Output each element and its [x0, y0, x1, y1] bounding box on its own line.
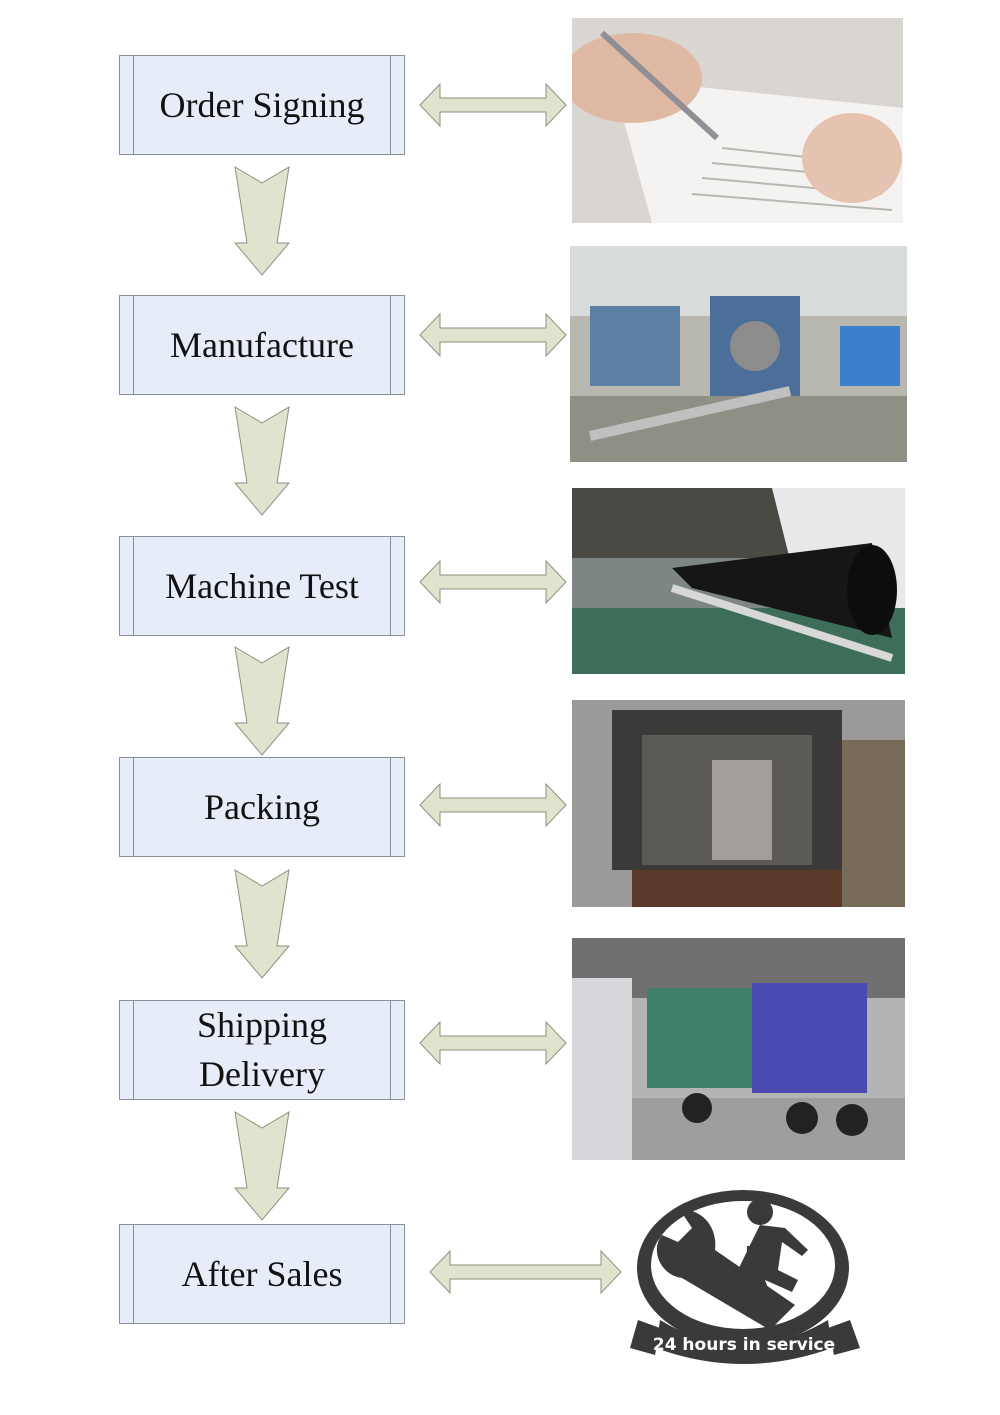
step-after-sales: After Sales	[119, 1224, 405, 1324]
step-label: Shipping Delivery	[196, 1005, 328, 1094]
step-label: Manufacture	[170, 324, 354, 365]
step-label: Order Signing	[159, 84, 365, 125]
photo-order-signing	[572, 18, 903, 223]
down-arrow-icon	[233, 406, 291, 516]
double-arrow-icon	[429, 1249, 622, 1295]
step-label: Packing	[204, 786, 320, 827]
step-label: After Sales	[181, 1253, 343, 1294]
photo-shipping	[572, 938, 905, 1160]
photo-manufacture	[570, 246, 907, 462]
step-machine-test: Machine Test	[119, 536, 405, 636]
photo-machine-test	[572, 488, 905, 674]
double-arrow-icon	[419, 1020, 567, 1066]
double-arrow-icon	[419, 312, 567, 358]
photo-packing	[572, 700, 905, 907]
service-logo-text: 24 hours in service	[653, 1335, 835, 1355]
down-arrow-icon	[233, 646, 291, 756]
double-arrow-icon	[419, 782, 567, 828]
step-packing: Packing	[119, 757, 405, 857]
down-arrow-icon	[233, 1111, 291, 1221]
step-label: Machine Test	[165, 565, 359, 606]
step-order-signing: Order Signing	[119, 55, 405, 155]
service-logo: 24 hours in service	[630, 1190, 860, 1364]
running-man-icon	[738, 1199, 808, 1302]
step-manufacture: Manufacture	[119, 295, 405, 395]
double-arrow-icon	[419, 559, 567, 605]
down-arrow-icon	[233, 869, 291, 979]
double-arrow-icon	[419, 82, 567, 128]
down-arrow-icon	[233, 166, 291, 276]
step-shipping-delivery: Shipping Delivery	[119, 1000, 405, 1100]
